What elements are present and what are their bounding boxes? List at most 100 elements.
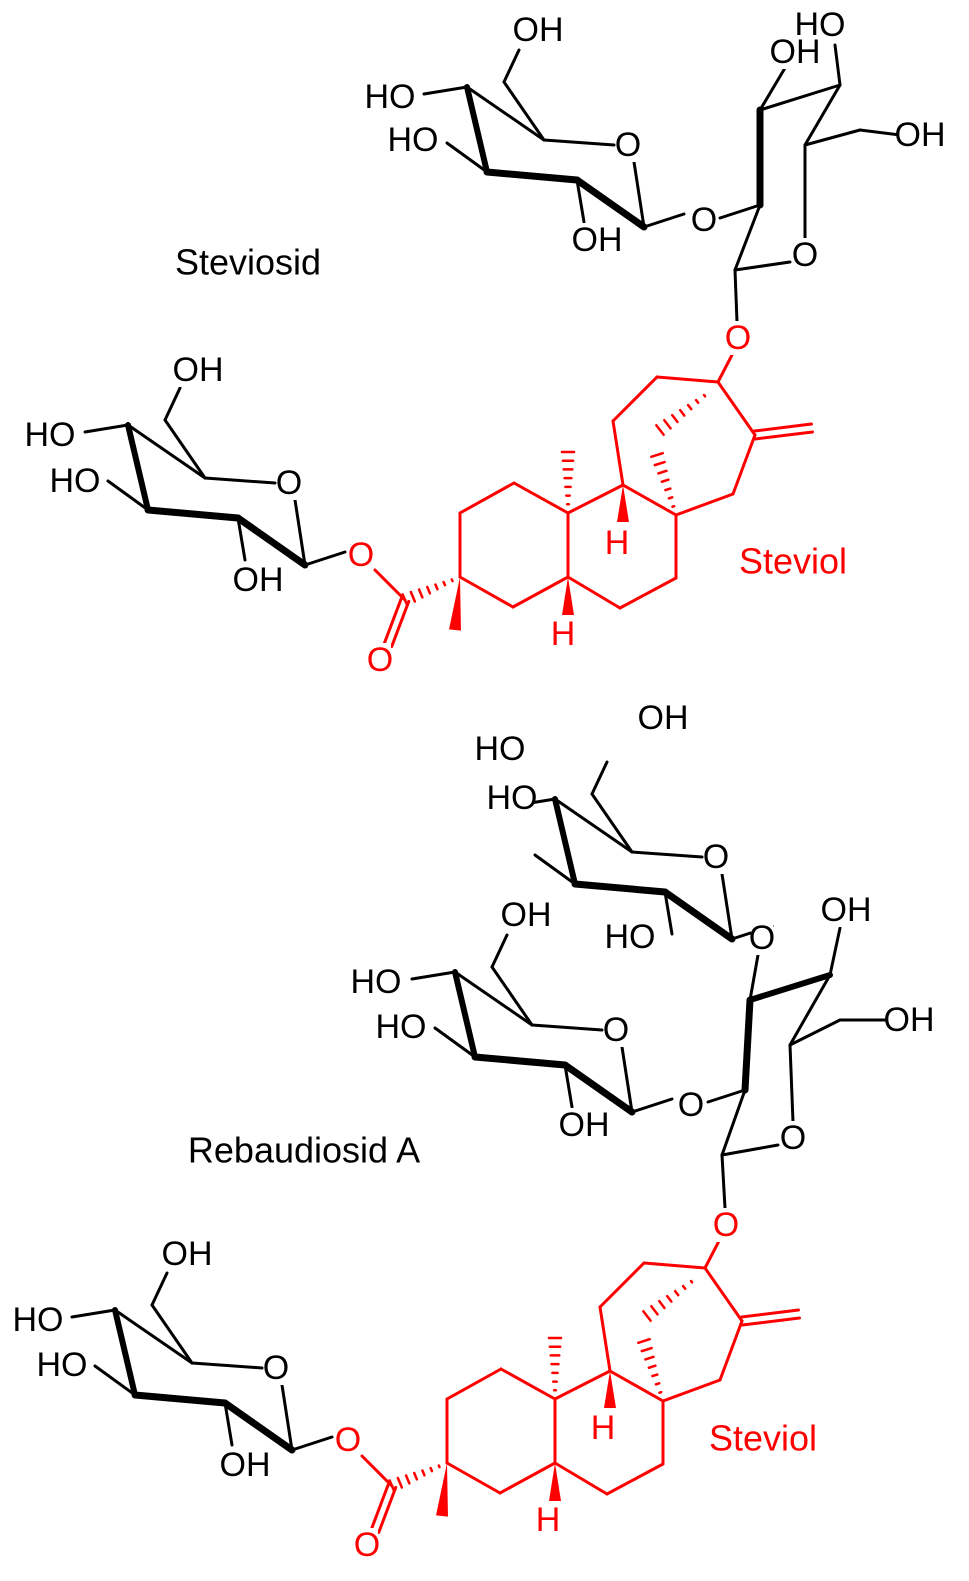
bond — [433, 1026, 477, 1059]
bond — [620, 1045, 634, 1114]
label-background — [337, 1423, 359, 1457]
label-background — [693, 203, 715, 237]
bond — [542, 138, 616, 147]
bond — [458, 481, 516, 515]
bond — [566, 483, 625, 515]
wedge-bond — [617, 485, 629, 522]
label-background — [53, 464, 97, 498]
rebaudiosid-atom-label: HO — [605, 918, 656, 956]
rebaudiosid-atom-label: HO — [376, 1008, 427, 1046]
label-background — [368, 80, 412, 114]
label-background — [592, 1411, 614, 1445]
bond — [404, 1474, 411, 1485]
bond — [758, 66, 787, 112]
rebaudiosid-atom-label: O — [749, 919, 775, 957]
label-background — [608, 920, 652, 954]
bond — [131, 1391, 229, 1407]
label-background — [236, 563, 280, 597]
bond — [706, 1088, 747, 1104]
bond — [126, 423, 207, 480]
bond — [280, 1383, 294, 1452]
bond — [453, 970, 534, 1027]
label-background — [223, 1448, 267, 1482]
steviosid-atom-label: O — [348, 536, 374, 574]
bond — [733, 203, 762, 272]
bond — [221, 1399, 296, 1454]
bond — [644, 1355, 655, 1361]
rebaudiosid-atom-label: HO — [13, 1301, 64, 1339]
label-background — [40, 1348, 84, 1382]
bond — [661, 888, 736, 943]
bond — [293, 498, 307, 567]
bond — [445, 1461, 502, 1495]
bond — [203, 476, 277, 485]
wedge-bond — [549, 1463, 561, 1501]
label-background — [824, 893, 868, 927]
bond — [654, 1382, 661, 1386]
bond — [689, 1279, 694, 1284]
rebaudiosid-atom-label: O — [678, 1086, 704, 1124]
label-background — [391, 123, 435, 157]
label-background — [265, 1351, 287, 1385]
bond — [651, 1373, 659, 1378]
label-background — [379, 1010, 423, 1044]
bond — [753, 422, 814, 433]
bond — [803, 83, 842, 147]
rebaudiosid-atom-label: O — [335, 1421, 361, 1459]
bond — [303, 550, 347, 567]
wedge-bond — [436, 1463, 448, 1517]
bond — [788, 1018, 842, 1047]
bond — [234, 514, 309, 569]
rebaudiosid-atom-label: H — [536, 1501, 561, 1539]
label-background — [773, 35, 817, 69]
wedge-bond — [449, 577, 461, 631]
bond — [663, 418, 672, 430]
bond — [702, 393, 707, 398]
bond — [663, 890, 674, 936]
bond — [753, 430, 814, 441]
bond — [163, 418, 207, 480]
bond — [566, 575, 622, 610]
bond — [112, 1307, 138, 1398]
steviosid-atom-label: HO — [365, 78, 416, 116]
label-background — [705, 840, 727, 874]
bond — [425, 585, 432, 595]
wedge-bond — [562, 577, 574, 615]
steviosid-atom-label: HO — [388, 121, 439, 159]
label-background — [680, 1088, 702, 1122]
bond — [788, 973, 832, 1047]
steviosid-atom-label: O — [367, 641, 393, 679]
rebaudiosid-atom-label: HO — [487, 779, 538, 817]
label-background — [887, 1003, 931, 1037]
steviosid-atom-label: OH — [572, 221, 623, 259]
bond — [573, 176, 648, 231]
label-background — [575, 223, 619, 257]
steviosid-atom-label: H — [605, 524, 630, 562]
bond — [113, 1308, 194, 1365]
bond — [833, 43, 842, 87]
bond — [290, 1435, 334, 1452]
bond — [502, 80, 546, 142]
label-background — [552, 617, 574, 651]
bond — [720, 1088, 747, 1157]
bond — [125, 422, 151, 513]
bond — [437, 1464, 441, 1469]
bond — [429, 1466, 434, 1473]
label-background — [605, 1013, 627, 1047]
bond — [720, 1143, 780, 1157]
bond — [575, 178, 586, 224]
steviosid-atom-label: O — [615, 126, 641, 164]
label-background — [641, 701, 685, 735]
label-background — [356, 1528, 378, 1562]
bond — [611, 419, 625, 487]
rebaudiosid-atom-label: OH — [162, 1235, 213, 1273]
label-background — [354, 965, 398, 999]
bond — [703, 1266, 744, 1323]
bond — [716, 353, 734, 384]
label-background — [537, 1503, 559, 1537]
rebaudiosid-atom-label: OH — [884, 1001, 935, 1039]
bond — [465, 85, 546, 142]
bond — [590, 760, 609, 796]
bond — [716, 380, 757, 437]
